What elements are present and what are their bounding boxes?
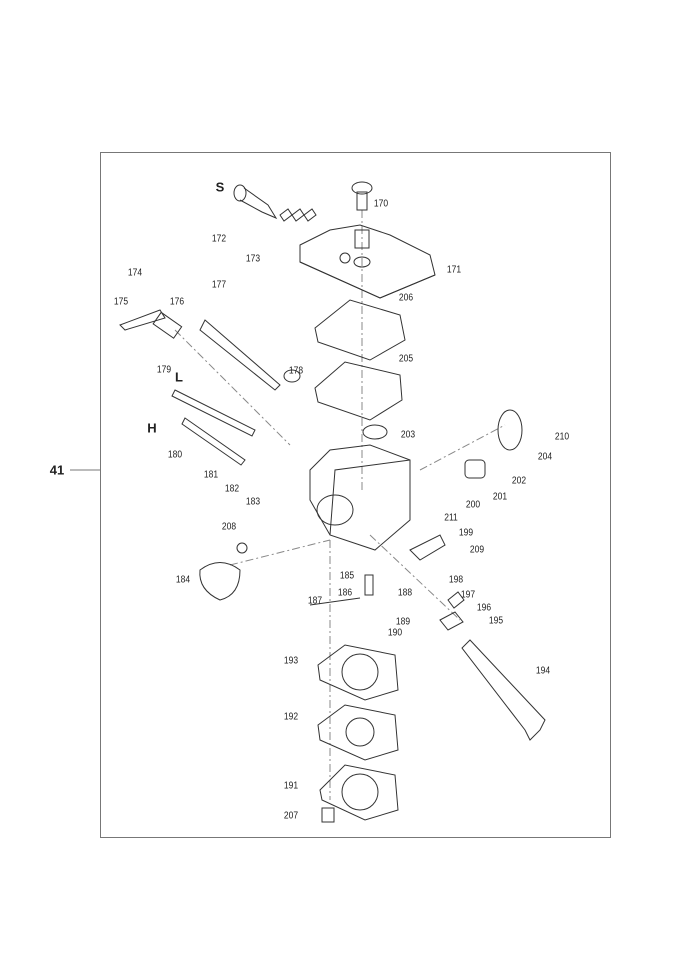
part-number-label: 206 bbox=[398, 292, 414, 304]
part-number-label: 209 bbox=[469, 544, 485, 556]
part-number-label: 177 bbox=[211, 279, 227, 291]
part-number-label: 171 bbox=[446, 264, 462, 276]
part-number-label: 200 bbox=[465, 499, 481, 511]
part-number-label: 181 bbox=[203, 469, 219, 481]
part-number-label: 196 bbox=[476, 602, 492, 614]
part-number-label: 172 bbox=[211, 233, 227, 245]
part-number-label: 198 bbox=[448, 574, 464, 586]
part-number-label: 182 bbox=[224, 483, 240, 495]
part-number-label: 192 bbox=[283, 711, 299, 723]
spring-173 bbox=[279, 208, 317, 222]
top-cover-part bbox=[299, 224, 436, 299]
part-number-label: 197 bbox=[460, 589, 476, 601]
part-number-label: 179 bbox=[156, 364, 172, 376]
part-number-label: 190 bbox=[387, 627, 403, 639]
part-number-label: 199 bbox=[458, 527, 474, 539]
part-number-label: 189 bbox=[395, 616, 411, 628]
part-number-label: 183 bbox=[245, 496, 261, 508]
part-number-label: 187 bbox=[307, 595, 323, 607]
part-number-label: 203 bbox=[400, 429, 416, 441]
part-number-label: 210 bbox=[554, 431, 570, 443]
figure-number: 41 bbox=[49, 462, 65, 478]
part-number-label: 205 bbox=[398, 353, 414, 365]
part-number-label: 176 bbox=[169, 296, 185, 308]
part-number-label: 185 bbox=[339, 570, 355, 582]
part-number-label: 173 bbox=[245, 253, 261, 265]
part-number-label: 208 bbox=[221, 521, 237, 533]
needle-172 bbox=[233, 184, 278, 220]
part-number-label: 191 bbox=[283, 780, 299, 792]
part-number-label: 201 bbox=[492, 491, 508, 503]
part-number-label: 175 bbox=[113, 296, 129, 308]
part-number-label: 207 bbox=[283, 810, 299, 822]
carburetor-body bbox=[309, 424, 411, 551]
part-number-label: 211 bbox=[444, 512, 458, 524]
part-number-label: 188 bbox=[397, 587, 413, 599]
part-number-label: 195 bbox=[488, 615, 504, 627]
assembly-centerlines bbox=[174, 210, 506, 800]
part-number-label: 202 bbox=[511, 475, 527, 487]
part-number-label: 204 bbox=[537, 451, 553, 463]
diagram-frame bbox=[100, 152, 611, 838]
part-number-label: 178 bbox=[288, 365, 304, 377]
part-number-label: 193 bbox=[283, 655, 299, 667]
screw-170 bbox=[351, 181, 373, 211]
part-number-label: 180 bbox=[167, 449, 183, 461]
part-number-label: 170 bbox=[373, 198, 389, 210]
part-number-label: 194 bbox=[535, 665, 551, 677]
small-parts bbox=[119, 309, 546, 823]
adjuster-label-h: H bbox=[147, 420, 157, 436]
adjuster-label-s: S bbox=[215, 179, 225, 195]
part-number-label: 186 bbox=[337, 587, 353, 599]
gaskets bbox=[314, 299, 406, 821]
part-number-label: 184 bbox=[175, 574, 191, 586]
part-number-label: 174 bbox=[127, 267, 143, 279]
adjuster-label-l: L bbox=[175, 369, 183, 385]
